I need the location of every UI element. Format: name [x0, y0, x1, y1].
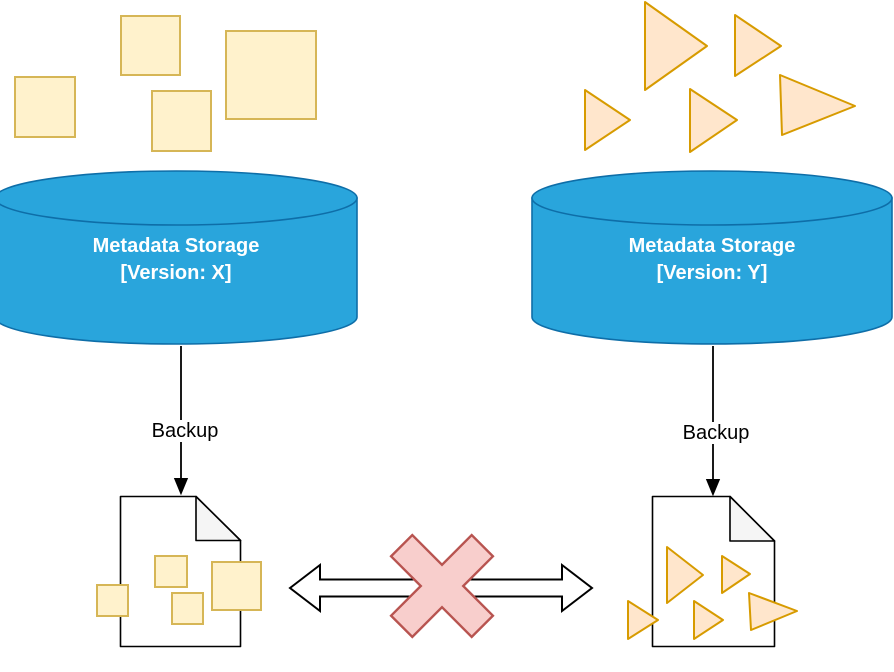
metadata-square: [154, 555, 188, 588]
metadata-squares-scatter: [14, 15, 317, 152]
backup-edge-label-left: Backup: [148, 420, 222, 442]
arrowhead-down-icon: [173, 478, 189, 496]
metadata-square: [96, 584, 129, 617]
cylinder-body: [531, 197, 893, 345]
cylinder-top: [0, 170, 358, 226]
metadata-triangle: [644, 1, 708, 91]
cylinder-top: [531, 170, 893, 226]
metadata-square: [14, 76, 76, 138]
metadata-square: [151, 90, 212, 152]
backup-arrow-right: [705, 346, 721, 497]
metadata-triangle: [584, 89, 631, 151]
cylinder-version-x: [0, 170, 358, 345]
metadata-square: [225, 30, 317, 120]
metadata-square: [171, 592, 204, 625]
backup-file-version-y: [627, 495, 798, 648]
metadata-triangles-scatter: [584, 1, 856, 153]
x-mark-icon: [389, 533, 495, 639]
metadata-triangle: [721, 555, 751, 594]
metadata-square: [120, 15, 181, 76]
cylinder-version-y: [531, 170, 893, 345]
document-fold-corner: [729, 495, 776, 542]
metadata-triangle: [748, 592, 798, 631]
document-fold-corner: [195, 495, 242, 542]
backup-file-version-x: [96, 495, 262, 648]
arrowhead-down-icon: [705, 479, 721, 497]
cylinder-body: [0, 197, 358, 345]
metadata-triangle: [693, 600, 724, 640]
metadata-triangle: [734, 14, 782, 77]
metadata-triangle: [627, 600, 659, 640]
metadata-square: [211, 561, 262, 611]
metadata-triangle: [779, 74, 856, 136]
incompatibility-indicator: [288, 533, 594, 639]
backup-edge-label-right: Backup: [679, 422, 753, 444]
metadata-triangle: [666, 546, 704, 604]
backup-arrow-left: [173, 346, 189, 496]
metadata-triangle: [689, 88, 738, 153]
